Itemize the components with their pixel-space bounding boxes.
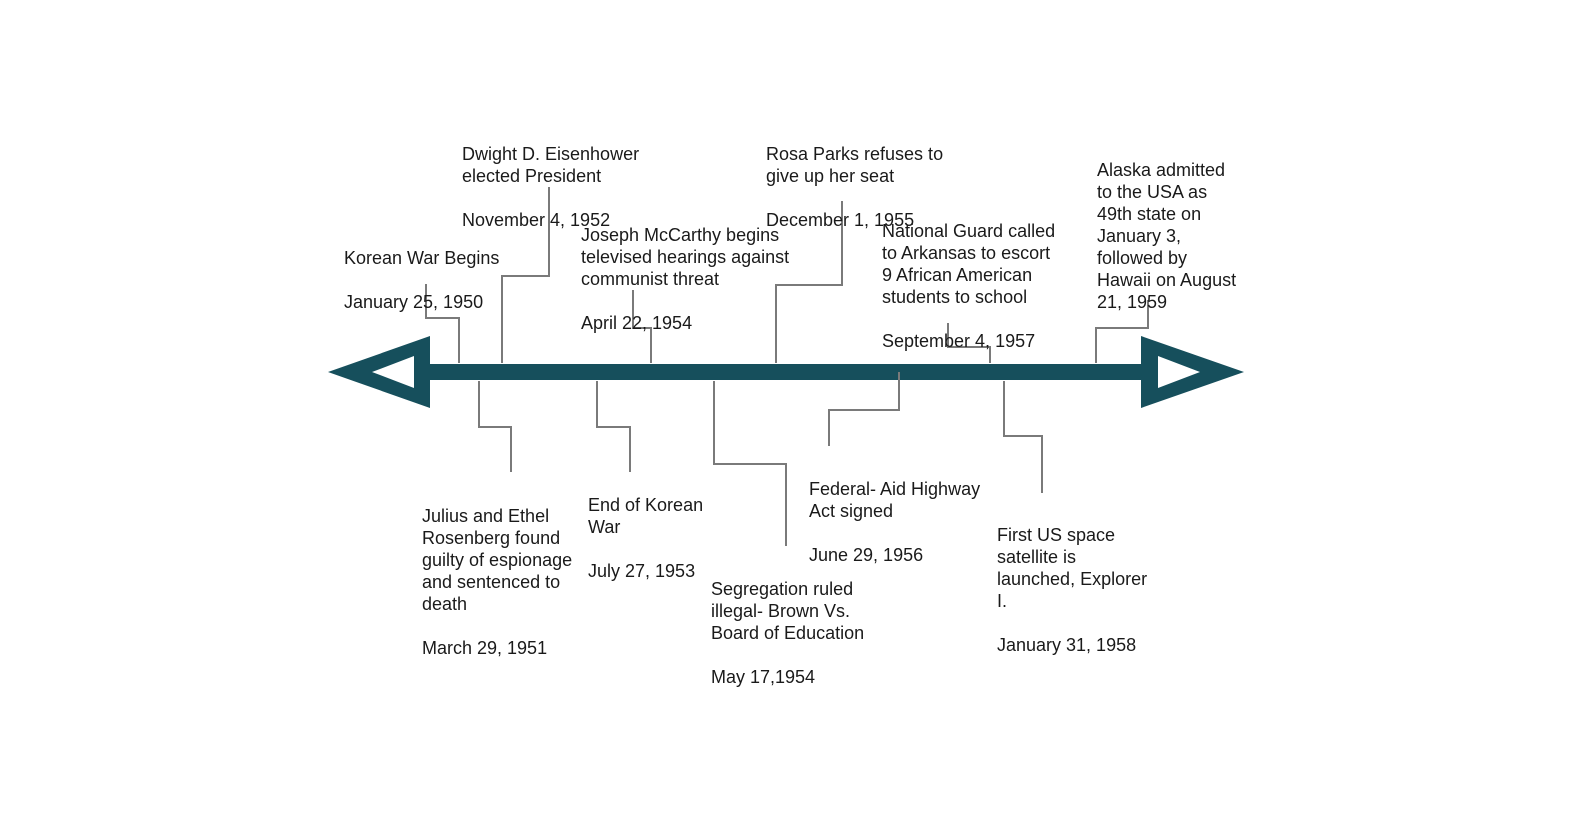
event-date: July 27, 1953 [588,561,696,581]
event-highway-act: Federal- Aid Highway Act signed June 29,… [809,456,980,588]
event-date: May 17,1954 [711,667,816,687]
left-arrowhead-inner [372,356,414,388]
connector-little-rock [947,323,991,363]
event-korean-war-end: End of Korean War July 27, 1953 [588,472,703,604]
event-description: Segregation ruled illegal- Brown Vs. Boa… [711,579,865,643]
event-date: September 4, 1957 [882,331,1036,351]
connector-korean-war-end [596,381,631,472]
connector-rosa-parks [775,201,843,363]
event-date: April 22, 1954 [581,313,693,333]
connector-mccarthy [632,290,652,363]
event-alaska-hawaii: Alaska admitted to the USA as 49th state… [1097,137,1236,335]
event-rosenberg: Julius and Ethel Rosenberg found guilty … [422,483,572,681]
event-brown-v-board: Segregation ruled illegal- Brown Vs. Boa… [711,556,864,710]
event-date: January 31, 1958 [997,635,1137,655]
event-date: January 25, 1950 [344,292,484,312]
event-description: Julius and Ethel Rosenberg found guilty … [422,506,573,614]
event-description: National Guard called to Arkansas to esc… [882,221,1056,307]
event-mccarthy: Joseph McCarthy begins televised hearing… [581,202,789,356]
connector-explorer [1003,381,1043,493]
event-description: Federal- Aid Highway Act signed [809,479,981,521]
connector-alaska-hawaii [1095,300,1149,363]
event-date: June 29, 1956 [809,545,924,565]
event-korean-war-begins: Korean War Begins January 25, 1950 [344,225,499,335]
connector-rosenberg [478,381,512,472]
event-rosa-parks: Rosa Parks refuses to give up her seat D… [766,121,943,253]
event-date: March 29, 1951 [422,638,548,658]
connector-highway-act [828,372,900,446]
event-explorer: First US space satellite is launched, Ex… [997,502,1147,678]
event-eisenhower: Dwight D. Eisenhower elected President N… [462,121,639,253]
event-date: November 4, 1952 [462,210,611,230]
event-little-rock: National Guard called to Arkansas to esc… [882,198,1055,374]
event-description: First US space satellite is launched, Ex… [997,525,1148,611]
event-description: Rosa Parks refuses to give up her seat [766,144,944,186]
timeline-axis [424,364,1146,380]
event-description: Dwight D. Eisenhower elected President [462,144,640,186]
event-date: December 1, 1955 [766,210,915,230]
connector-korean-war-begins [425,284,460,363]
event-description: Korean War Begins [344,248,500,268]
connector-brown-v-board [713,381,787,546]
event-description: Joseph McCarthy begins televised hearing… [581,225,790,289]
connector-eisenhower [501,187,550,363]
event-description: Alaska admitted to the USA as 49th state… [1097,160,1237,312]
right-arrowhead-inner [1158,356,1200,388]
event-description: End of Korean War [588,495,704,537]
